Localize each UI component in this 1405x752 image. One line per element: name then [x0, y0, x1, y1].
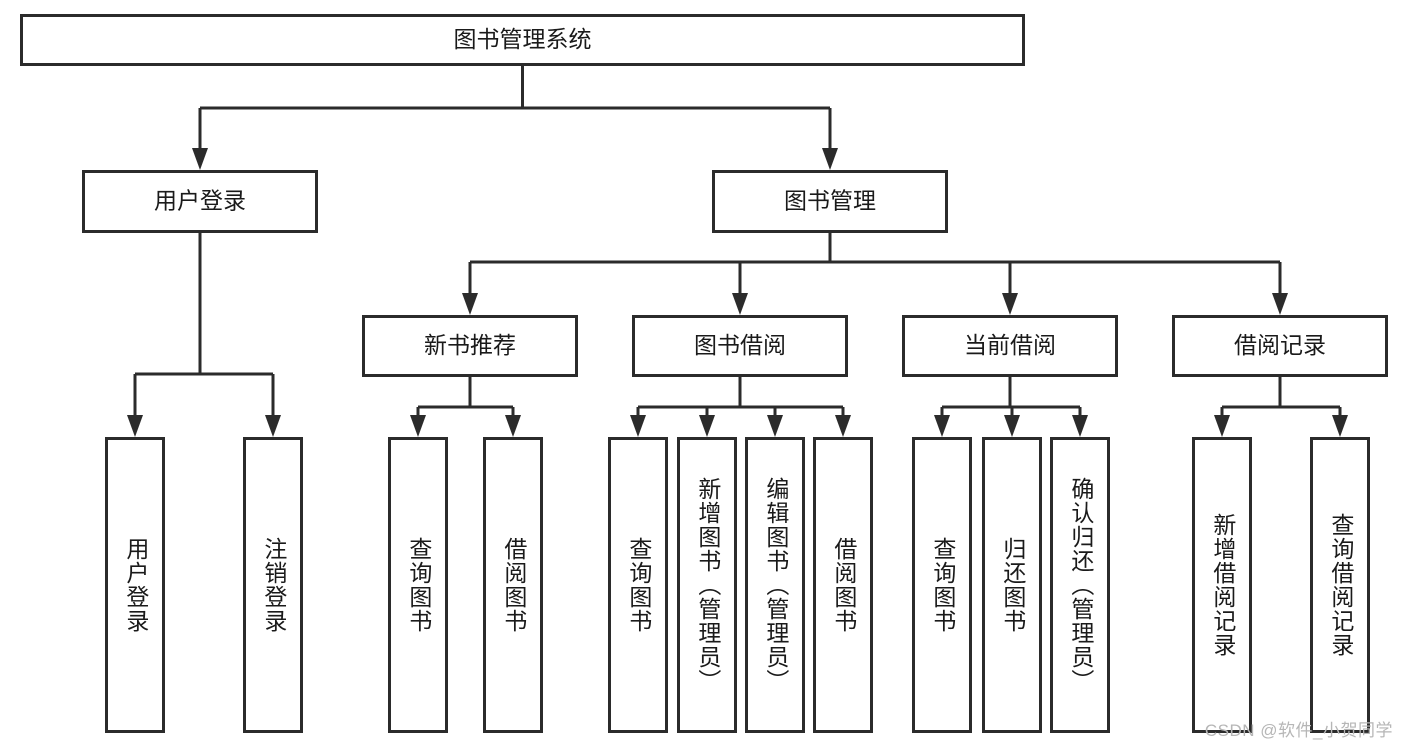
node-current-borrow[interactable]: 当前借阅: [902, 315, 1118, 377]
node-label: 新书推荐: [424, 332, 516, 358]
arrow-head-icon: [192, 148, 208, 170]
arrow-head-icon: [1332, 415, 1348, 437]
arrow-head-icon: [767, 415, 783, 437]
node-label: 借阅记录: [1234, 332, 1326, 358]
arrow-head-icon: [699, 415, 715, 437]
node-root[interactable]: 图书管理系统: [20, 14, 1025, 66]
node-label: 图书管理: [784, 188, 876, 214]
arrow-head-icon: [127, 415, 143, 437]
arrow-head-icon: [410, 415, 426, 437]
node-book-management[interactable]: 图书管理: [712, 170, 948, 233]
node-label: 当前借阅: [964, 332, 1056, 358]
node-borrow-record[interactable]: 借阅记录: [1172, 315, 1388, 377]
arrow-head-icon: [1214, 415, 1230, 437]
node-cb-query-book[interactable]: [912, 437, 972, 733]
node-label: 图书管理系统: [454, 26, 592, 52]
node-book-borrow[interactable]: 图书借阅: [632, 315, 848, 377]
node-nbr-query-book[interactable]: [388, 437, 448, 733]
connector-layer: [127, 66, 1348, 437]
node-br-add-record[interactable]: [1192, 437, 1252, 733]
node-user-logout[interactable]: [243, 437, 303, 733]
arrow-head-icon: [822, 148, 838, 170]
arrow-head-icon: [1072, 415, 1088, 437]
arrow-head-icon: [732, 293, 748, 315]
node-bb-query-book[interactable]: [608, 437, 668, 733]
arrow-head-icon: [630, 415, 646, 437]
arrow-head-icon: [505, 415, 521, 437]
arrow-head-icon: [1002, 293, 1018, 315]
arrow-head-icon: [1004, 415, 1020, 437]
arrow-head-icon: [934, 415, 950, 437]
node-user-login[interactable]: 用户登录: [82, 170, 318, 233]
node-bb-edit-book[interactable]: [745, 437, 805, 733]
node-label: 用户登录: [154, 188, 246, 214]
watermark-text: CSDN @软件_小贺同学: [1204, 721, 1393, 740]
arrow-head-icon: [1272, 293, 1288, 315]
node-bb-borrow-book[interactable]: [813, 437, 873, 733]
node-new-book-recommend[interactable]: 新书推荐: [362, 315, 578, 377]
arrow-head-icon: [265, 415, 281, 437]
node-cb-confirm-return[interactable]: [1050, 437, 1110, 733]
arrow-head-icon: [462, 293, 478, 315]
node-label: 图书借阅: [694, 332, 786, 358]
node-bb-add-book[interactable]: [677, 437, 737, 733]
node-br-query-record[interactable]: [1310, 437, 1370, 733]
arrow-head-icon: [835, 415, 851, 437]
node-nbr-borrow-book[interactable]: [483, 437, 543, 733]
node-user-login-do[interactable]: [105, 437, 165, 733]
node-cb-return-book[interactable]: [982, 437, 1042, 733]
